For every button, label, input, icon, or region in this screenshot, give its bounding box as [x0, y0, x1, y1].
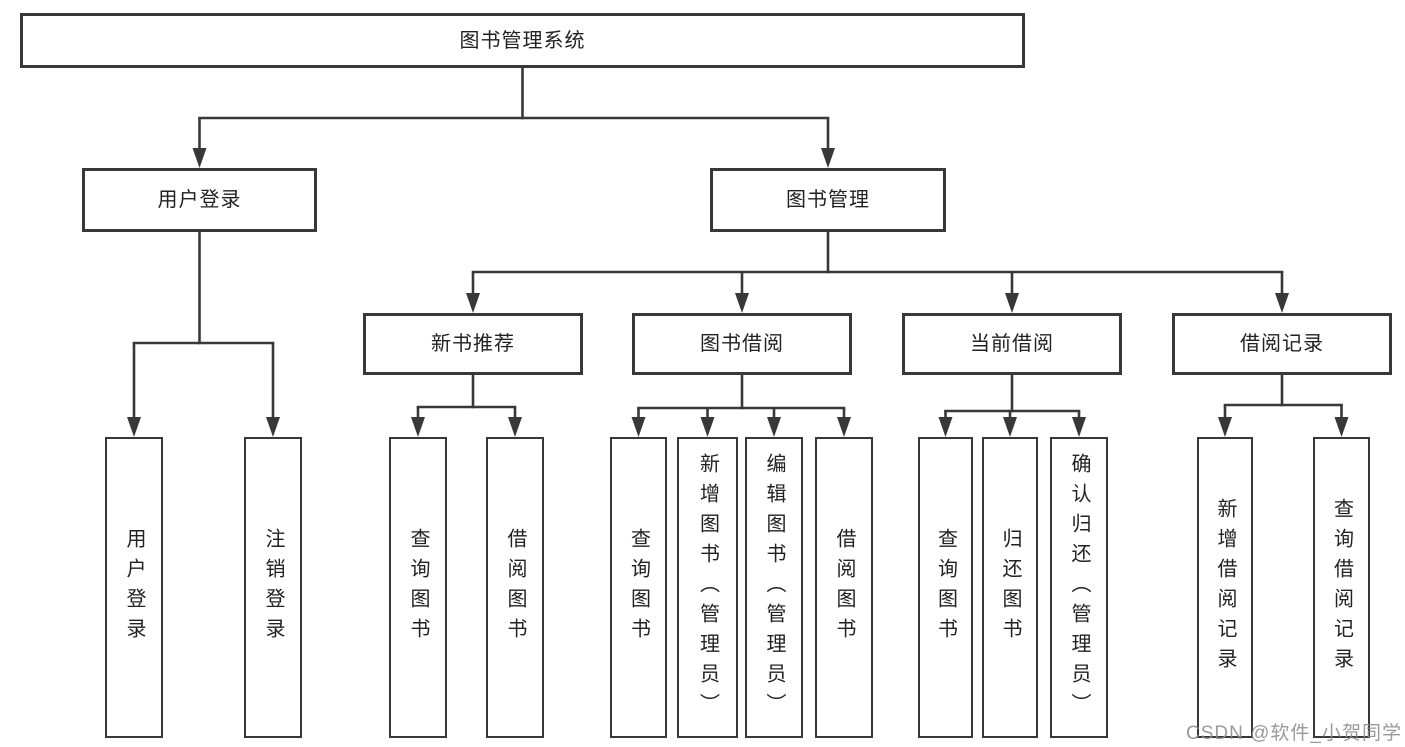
leaf-borrow-book-2: 借阅图书	[815, 437, 873, 738]
leaf-return-book: 归还图书	[982, 437, 1038, 738]
leaf-logout: 注销登录	[244, 437, 302, 738]
node-label: 确认归还（管理员）	[1068, 452, 1090, 723]
node-new-book-recommend: 新书推荐	[363, 313, 583, 375]
node-label: 借阅图书	[833, 527, 855, 648]
node-label: 注销登录	[262, 527, 284, 648]
node-label: 编辑图书（管理员）	[763, 452, 785, 723]
leaf-edit-book-admin: 编辑图书（管理员）	[745, 437, 803, 738]
leaf-user-login: 用户登录	[105, 437, 163, 738]
node-label: 图书管理系统	[459, 29, 586, 52]
node-label: 归还图书	[999, 527, 1021, 648]
node-book-borrowing: 图书借阅	[632, 313, 852, 375]
node-label: 新书推荐	[431, 333, 515, 355]
leaf-borrow-book-1: 借阅图书	[486, 437, 544, 738]
node-label: 新增图书（管理员）	[696, 452, 719, 723]
node-label: 查询借阅记录	[1330, 497, 1353, 678]
node-user-login: 用户登录	[82, 168, 317, 232]
node-current-borrowing: 当前借阅	[902, 313, 1122, 375]
watermark-text: CSDN @软件_小贺同学	[1186, 723, 1402, 744]
leaf-add-borrow-record: 新增借阅记录	[1197, 437, 1253, 738]
node-label: 查询图书	[627, 527, 650, 648]
node-library-system: 图书管理系统	[20, 13, 1025, 68]
leaf-query-book-3: 查询图书	[918, 437, 973, 738]
node-label: 用户登录	[123, 527, 145, 648]
node-book-management: 图书管理	[710, 168, 946, 232]
node-label: 图书管理	[786, 189, 870, 211]
node-label: 查询图书	[407, 527, 429, 648]
node-label: 借阅图书	[504, 527, 526, 648]
node-label: 查询图书	[934, 527, 957, 648]
node-label: 新增借阅记录	[1214, 497, 1236, 678]
node-label: 用户登录	[157, 189, 242, 211]
node-label: 当前借阅	[970, 333, 1054, 355]
leaf-confirm-return-admin: 确认归还（管理员）	[1050, 437, 1108, 738]
node-borrowing-records: 借阅记录	[1172, 313, 1392, 375]
leaf-add-book-admin: 新增图书（管理员）	[677, 437, 738, 738]
node-label: 图书借阅	[700, 333, 784, 355]
leaf-query-book-1: 查询图书	[389, 437, 447, 738]
leaf-query-book-2: 查询图书	[610, 437, 667, 738]
leaf-query-borrow-record: 查询借阅记录	[1313, 437, 1370, 738]
node-label: 借阅记录	[1240, 333, 1324, 355]
